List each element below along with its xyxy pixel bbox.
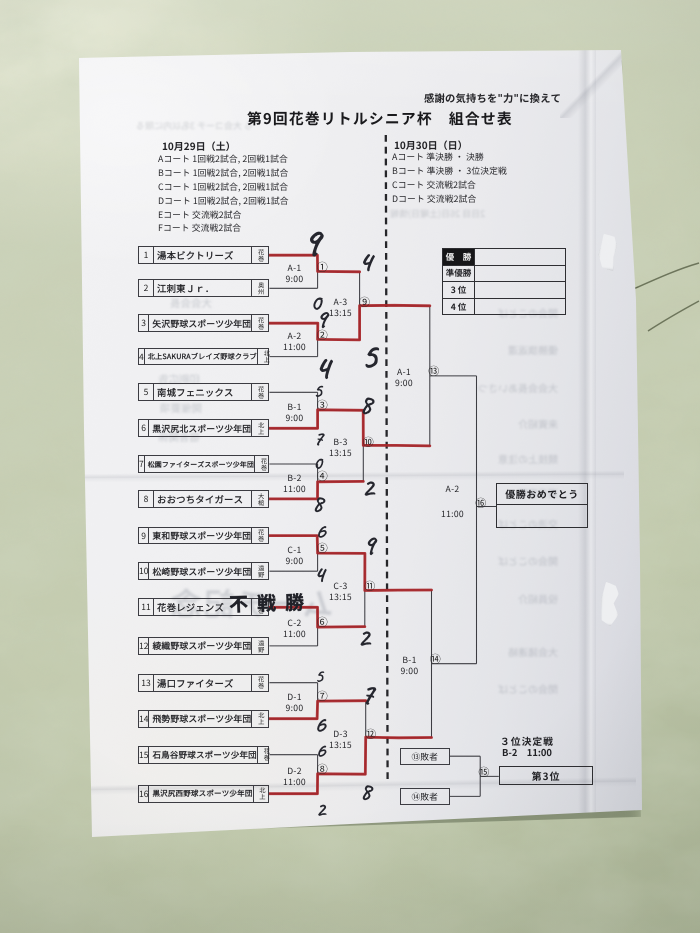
photo-vignette bbox=[0, 0, 700, 933]
photo-grain bbox=[0, 0, 700, 933]
photo-of-tournament-sheet: 開会のことば 優勝旗返還 大会会長あいさつ 来賓紹介 競技上の注意 選手宣誓 交… bbox=[0, 0, 700, 933]
